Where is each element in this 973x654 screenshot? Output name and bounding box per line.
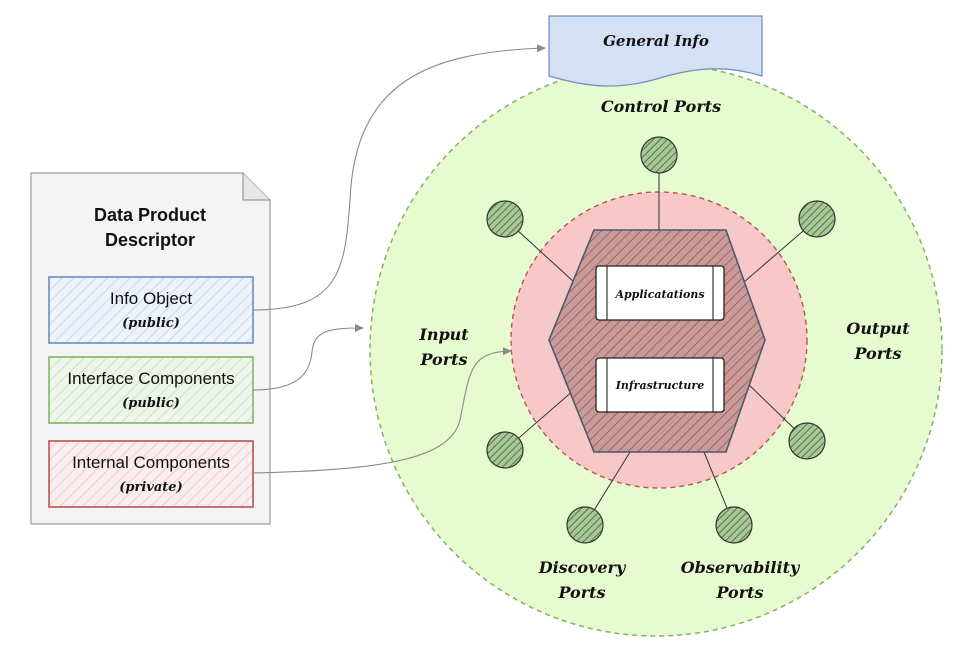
info-object-label: Info Object [110, 289, 192, 308]
interface-components-visibility: (public) [122, 396, 180, 411]
applications-box[interactable]: Applicatations [595, 265, 725, 321]
output-port-bottom[interactable] [788, 422, 826, 460]
general-info-shape[interactable]: General Info [548, 15, 763, 87]
observability-ports-label-line2: Ports [715, 583, 763, 602]
info-object-box[interactable]: Info Object (public) [48, 276, 254, 344]
discovery-port[interactable] [566, 506, 604, 544]
internal-to-inner-circle-arrow [252, 347, 512, 474]
output-ports-label-line1: Output [846, 319, 910, 338]
input-ports-label-line2: Ports [419, 350, 467, 369]
interface-components-label: Interface Components [67, 369, 234, 388]
internal-components-label: Internal Components [72, 453, 230, 472]
descriptor-document: Data Product Descriptor [30, 172, 271, 525]
interface-components-box[interactable]: Interface Components (public) [48, 356, 254, 424]
output-ports-label-line2: Ports [853, 344, 901, 363]
input-ports-label-line1: Input [418, 325, 469, 344]
infrastructure-label: Infrastructure [615, 379, 704, 392]
observability-port[interactable] [715, 506, 753, 544]
interface-to-outer-circle-arrow [252, 324, 364, 391]
core-hexagon [548, 229, 766, 453]
input-port-bottom[interactable] [486, 431, 524, 469]
observability-ports-label-line1: Observability [681, 558, 801, 577]
infrastructure-box[interactable]: Infrastructure [595, 357, 725, 413]
discovery-ports-label-line2: Ports [557, 583, 605, 602]
internal-components-visibility: (private) [119, 480, 182, 495]
input-port-top[interactable] [486, 200, 524, 238]
output-port-top[interactable] [798, 200, 836, 238]
discovery-ports-label-line1: Discovery [538, 558, 627, 577]
descriptor-title-line1: Data Product [94, 205, 206, 225]
info-object-visibility: (public) [122, 316, 180, 331]
applications-label: Applicatations [614, 288, 704, 301]
control-ports-label: Control Ports [601, 97, 721, 116]
info-to-general-info-arrow [252, 44, 546, 311]
general-info-label: General Info [603, 32, 709, 50]
internal-components-box[interactable]: Internal Components (private) [48, 440, 254, 508]
control-port[interactable] [640, 136, 678, 174]
descriptor-title-line2: Descriptor [105, 230, 195, 250]
